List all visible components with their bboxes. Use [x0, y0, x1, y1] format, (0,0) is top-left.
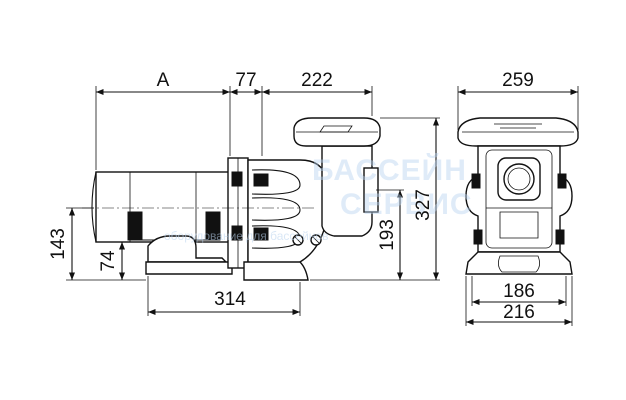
base-plate — [145, 261, 233, 275]
dimension-labels: A 77 222 259 143 74 193 327 314 186 216 — [48, 70, 535, 323]
strainer-housing — [321, 145, 373, 237]
front-view-dimensions — [457, 86, 579, 326]
pump-front-view — [457, 117, 579, 275]
watermark-line1: БАССЕЙН — [312, 153, 467, 187]
dim-label-77: 77 — [235, 70, 256, 91]
watermark: БАССЕЙН СЕРВИС оборудование для бассейно… — [164, 153, 473, 243]
dim-label-314: 314 — [214, 289, 246, 310]
motor-vent — [127, 211, 143, 241]
dim-label-222: 222 — [301, 70, 333, 91]
motor-foot — [147, 235, 228, 263]
dim-label-216: 216 — [503, 302, 535, 323]
dim-label-143: 143 — [48, 228, 69, 260]
pump-side-view — [82, 117, 381, 281]
watermark-line3: оборудование для бассейнов — [164, 229, 328, 243]
dim-label-193: 193 — [377, 219, 398, 251]
front-foot — [465, 251, 573, 275]
dim-label-327: 327 — [413, 189, 434, 221]
dim-label-74: 74 — [98, 250, 119, 272]
dim-label-259: 259 — [502, 70, 534, 91]
pump-foot — [243, 261, 309, 281]
side-view-dimensions — [66, 86, 440, 316]
dim-label-a: A — [157, 70, 170, 91]
motor-vent — [205, 211, 221, 241]
watermark-line2: СЕРВИС — [340, 188, 473, 221]
dim-label-186: 186 — [503, 281, 535, 302]
